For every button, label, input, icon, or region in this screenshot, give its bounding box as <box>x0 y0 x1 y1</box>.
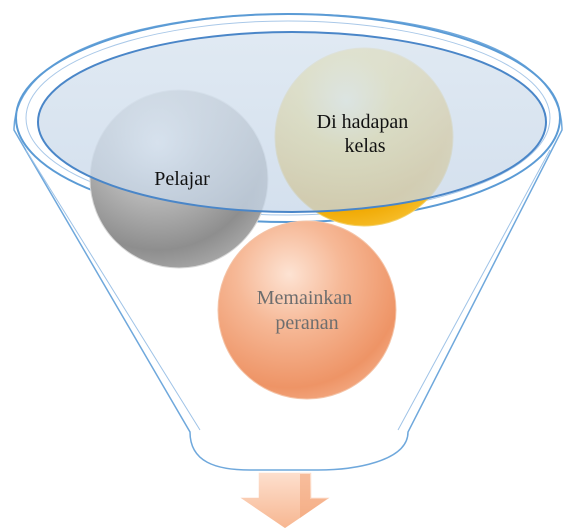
circle-memainkan-peranan <box>217 220 397 400</box>
label-memainkan-peranan: Memainkan peranan <box>257 287 358 334</box>
funnel-top-rim <box>15 13 561 223</box>
down-arrow-shade <box>300 474 327 518</box>
funnel-mouth <box>37 31 547 213</box>
funnel-inner-line <box>25 149 551 431</box>
label-pelajar: Pelajar <box>154 168 210 190</box>
label-di-hadapan-kelas: Di hadapan kelas <box>317 111 414 157</box>
funnel-top-rim-inner <box>25 20 551 216</box>
